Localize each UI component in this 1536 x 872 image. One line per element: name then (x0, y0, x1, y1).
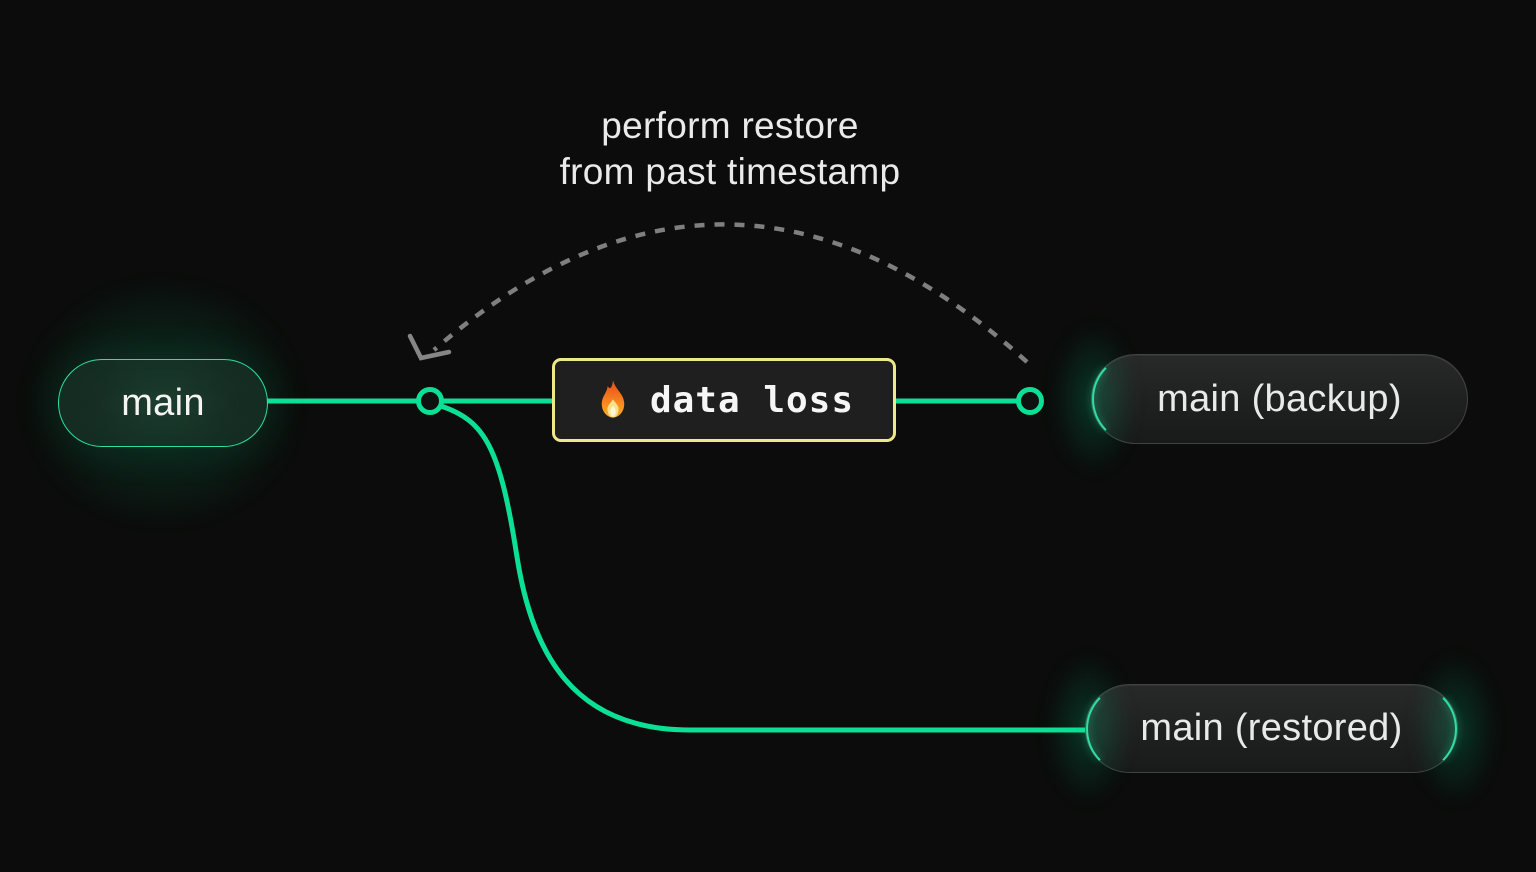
fire-icon (601, 380, 625, 418)
restore-annotation: perform restore from past timestamp (430, 103, 1030, 195)
restore-annotation-line1: perform restore (601, 105, 859, 146)
restore-arc-arrowhead-icon (407, 333, 452, 361)
node-main-label: main (121, 381, 205, 424)
data-loss-label: data loss (649, 379, 855, 421)
node-main-restored: main (restored) (1048, 653, 1495, 804)
restore-arc (432, 222, 1029, 364)
wire-branch-to-restored (440, 403, 1087, 733)
restore-annotation-line2: from past timestamp (559, 151, 901, 192)
backup-point-icon (1016, 387, 1044, 415)
node-main-backup: main (backup) (1054, 324, 1468, 474)
branch-point-icon (416, 387, 444, 415)
node-main-backup-label: main (backup) (1157, 377, 1402, 420)
data-loss-box: data loss (552, 358, 896, 442)
node-main: main (58, 359, 268, 447)
node-main-restored-label: main (restored) (1140, 707, 1403, 749)
